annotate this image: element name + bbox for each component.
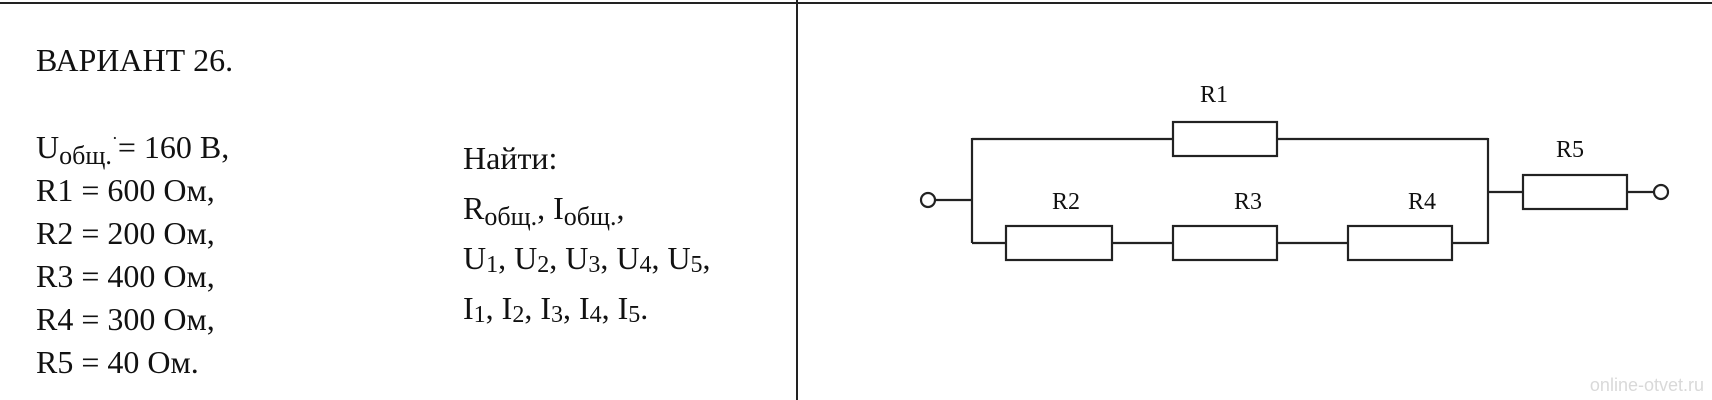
left-terminal bbox=[919, 191, 937, 209]
site-watermark: online-otvet.ru bbox=[1589, 375, 1704, 395]
find-voltages: U1, U2, U3, U4, U5, bbox=[463, 233, 711, 283]
voltage-u4: U4, bbox=[616, 240, 668, 278]
label-r5: R5 bbox=[1556, 137, 1584, 163]
current-i2: I2, bbox=[501, 290, 541, 328]
find-section: Найти: Rобщ., Iобщ., U1, U2, U3, U4, U5,… bbox=[463, 133, 711, 333]
current-i4: I4, bbox=[578, 290, 618, 328]
right-terminal bbox=[1652, 183, 1670, 201]
label-r3: R3 bbox=[1234, 189, 1262, 215]
column-divider bbox=[796, 0, 798, 400]
find-heading: Найти: bbox=[463, 140, 558, 176]
find-currents: I1, I2, I3, I4, I5. bbox=[463, 283, 711, 333]
given-r5: R5 = 40 Ом. bbox=[36, 344, 199, 380]
resistor-r3 bbox=[1171, 224, 1279, 262]
voltage-u2: U2, bbox=[514, 240, 566, 278]
find-totals: Rобщ., Iобщ., bbox=[463, 190, 625, 231]
resistor-r4 bbox=[1346, 224, 1454, 262]
given-r3: R3 = 400 Ом, bbox=[36, 258, 215, 294]
given-values: Uобщ.·= 160 В, R1 = 600 Ом, R2 = 200 Ом,… bbox=[36, 126, 229, 384]
given-r2: R2 = 200 Ом, bbox=[36, 215, 215, 251]
given-voltage: Uобщ.·= 160 В, bbox=[36, 128, 230, 170]
label-r1: R1 bbox=[1200, 82, 1228, 108]
label-r2: R2 bbox=[1052, 189, 1080, 215]
voltage-u3: U3, bbox=[565, 240, 617, 278]
label-r4: R4 bbox=[1408, 189, 1436, 215]
table-top-border bbox=[0, 2, 1712, 4]
resistor-r5 bbox=[1521, 173, 1629, 211]
given-r1: R1 = 600 Ом, bbox=[36, 172, 215, 208]
given-r4: R4 = 300 Ом, bbox=[36, 301, 215, 337]
current-i1: I1, bbox=[463, 290, 502, 328]
resistor-r2 bbox=[1004, 224, 1114, 262]
voltage-u5: U5, bbox=[667, 240, 711, 278]
variant-title: ВАРИАНТ 26. bbox=[36, 42, 234, 78]
voltage-u1: U1, bbox=[463, 240, 515, 278]
resistor-r1 bbox=[1171, 120, 1279, 158]
current-i3: I3, bbox=[540, 290, 579, 328]
current-i5: I5. bbox=[617, 290, 649, 328]
task-conditions-cell: ВАРИАНТ 26. Uобщ.·= 160 В, R1 = 600 Ом, … bbox=[0, 0, 796, 400]
